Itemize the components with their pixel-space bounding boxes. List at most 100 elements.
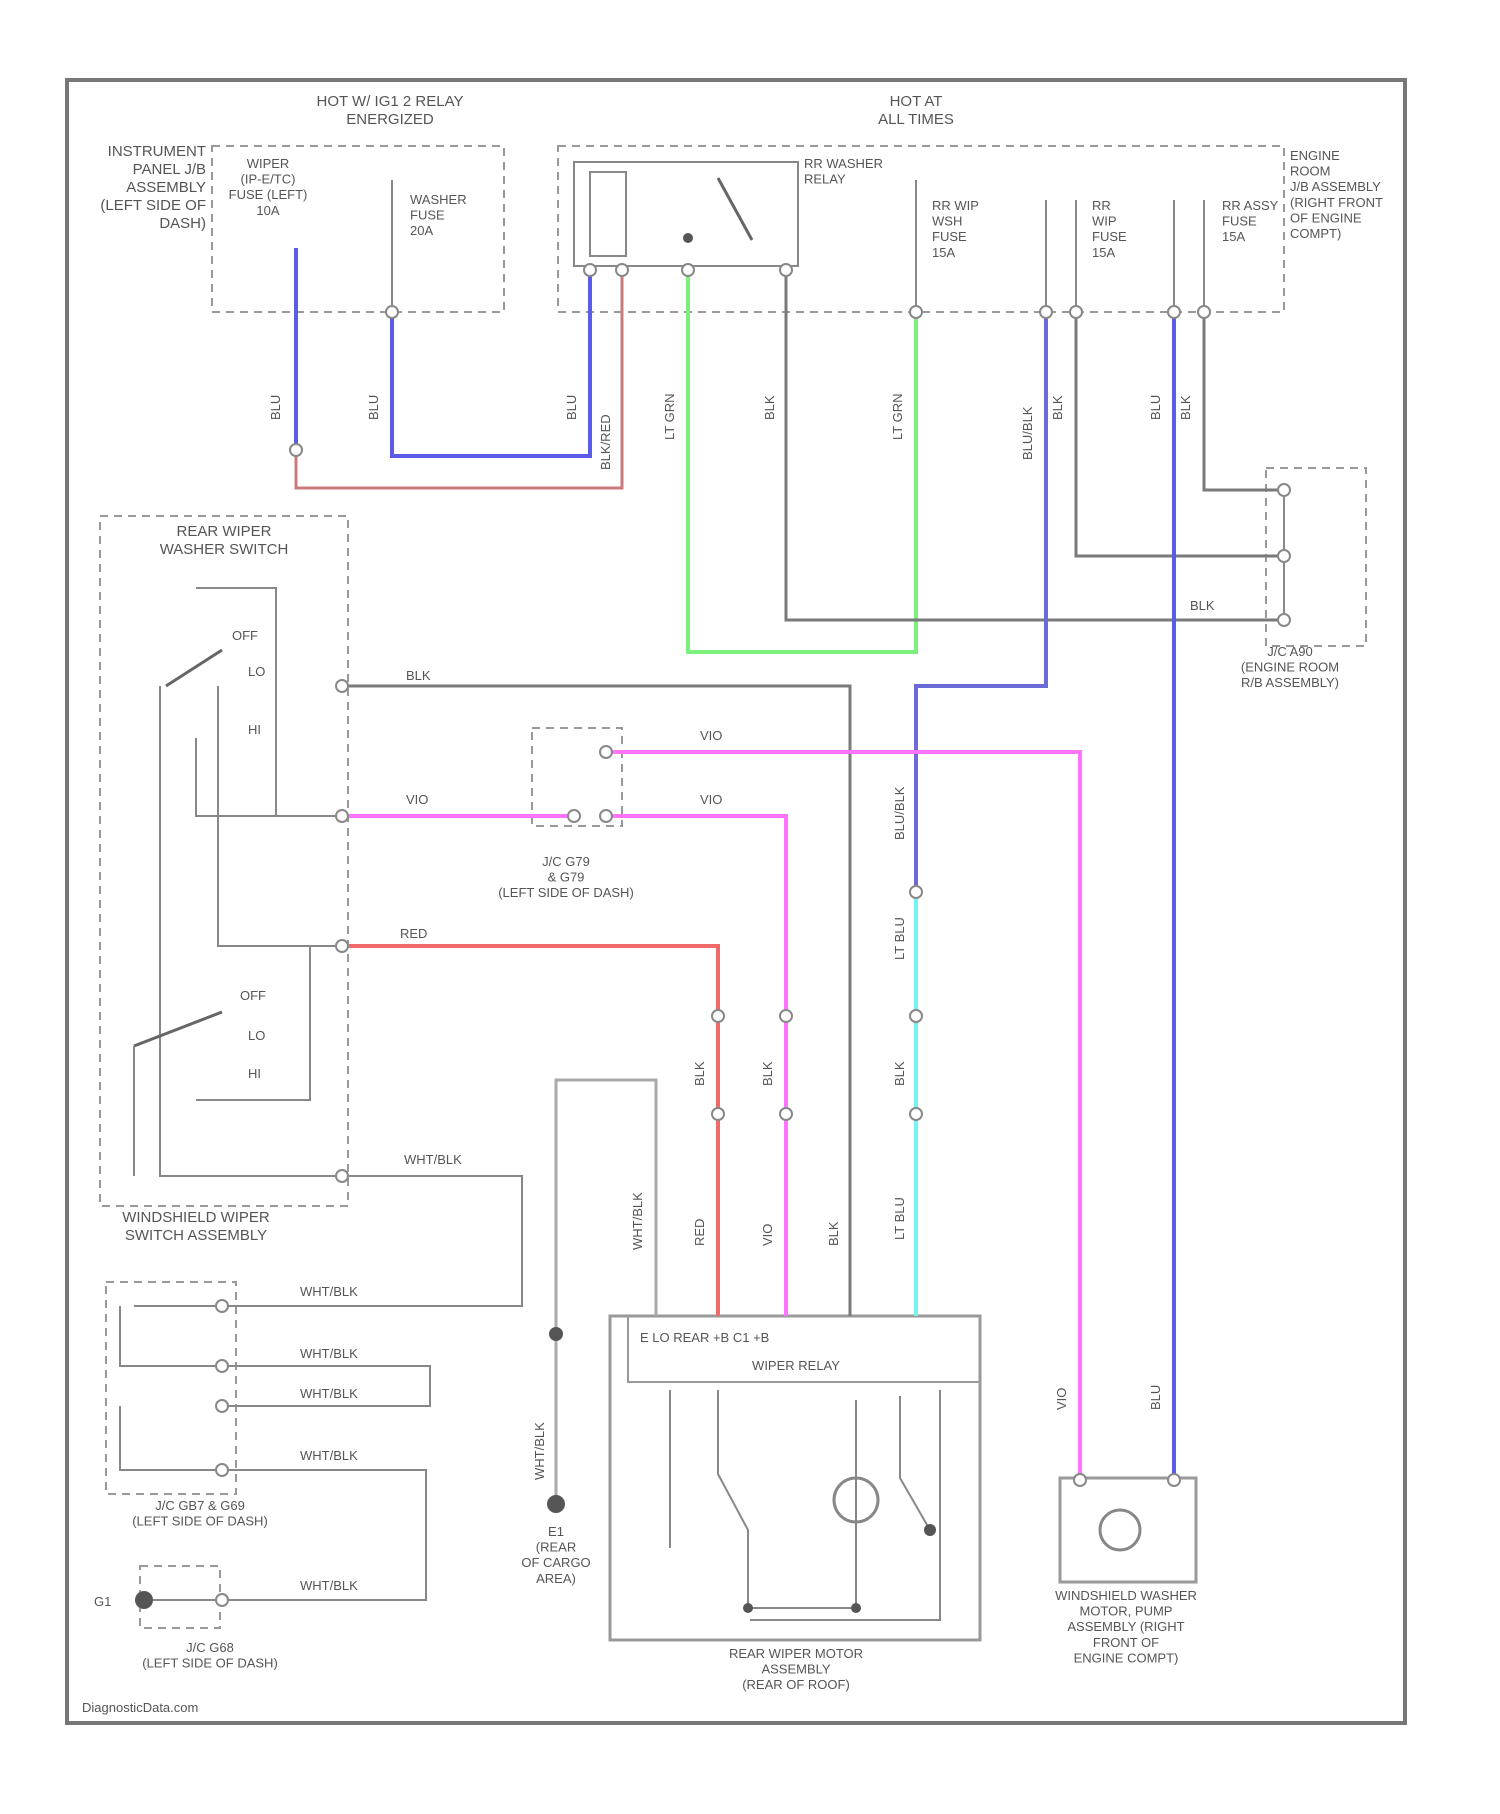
connector — [216, 1300, 228, 1312]
switch-line-2 — [160, 686, 342, 1176]
wire-label-vio: VIO — [1054, 1388, 1069, 1410]
connector — [910, 1108, 922, 1120]
wire-blk-c1 — [342, 686, 850, 1316]
switch-contact-1 — [166, 650, 222, 686]
wire-label-blk: BLK — [826, 1221, 841, 1246]
label-lo-1: LO — [248, 664, 265, 679]
connector — [336, 810, 348, 822]
wire-label-blu: BLU — [1148, 1385, 1163, 1410]
connector — [1070, 306, 1082, 318]
connector — [780, 1010, 792, 1022]
wire-red — [342, 946, 718, 1316]
connector — [216, 1400, 228, 1412]
wire-vio-2 — [606, 752, 1080, 1480]
wire-label-vio: VIO — [700, 728, 722, 743]
wire-label-blkred: BLK/RED — [598, 414, 613, 470]
wire-label-whtblk: WHT/BLK — [532, 1422, 547, 1480]
connector — [290, 444, 302, 456]
wire-label-blk: BLK — [1178, 395, 1193, 420]
wire-label-blk: BLK — [692, 1061, 707, 1086]
connector — [712, 1010, 724, 1022]
label-windshield-switch: WINDSHIELD WIPERSWITCH ASSEMBLY — [122, 1209, 270, 1244]
wire-label-whtblk: WHT/BLK — [404, 1152, 462, 1167]
wire-label-vio: VIO — [406, 792, 428, 807]
connector — [600, 746, 612, 758]
wire-label-ltblu: LT BLU — [892, 917, 907, 960]
wire-blublk — [916, 312, 1046, 892]
rr-washer-relay-coil — [590, 172, 626, 256]
windshield-switch-box — [100, 516, 348, 1206]
wire-blk-3 — [1204, 312, 1284, 490]
connector — [386, 306, 398, 318]
connector — [584, 264, 596, 276]
label-rr-wip-fuse: RRWIPFUSE15A — [1092, 198, 1127, 260]
wire-label-whtblk: WHT/BLK — [300, 1578, 358, 1593]
wire-blk-1 — [786, 270, 1284, 620]
label-rear-fuse: WIPER(IP-E/TC)FUSE (LEFT)10A — [229, 156, 308, 218]
connector — [216, 1594, 228, 1606]
label-jc-g68: J/C G68(LEFT SIDE OF DASH) — [142, 1640, 278, 1671]
label-hot-all: HOT ATALL TIMES — [878, 93, 954, 128]
switch-line-1 — [196, 588, 276, 816]
connector — [780, 264, 792, 276]
motor-dot-3 — [924, 1524, 936, 1536]
connector — [216, 1464, 228, 1476]
connectors — [216, 264, 1290, 1606]
connector — [910, 1010, 922, 1022]
wire-blu-2 — [392, 270, 590, 456]
connector — [568, 810, 580, 822]
wire-label-red: RED — [400, 926, 427, 941]
wire-label-blu: BLU — [268, 395, 283, 420]
jc-gb7-box — [106, 1282, 236, 1494]
wire-label-blk: BLK — [1050, 395, 1065, 420]
label-jc-a90: J/C A90(ENGINE ROOMR/B ASSEMBLY) — [1241, 644, 1339, 690]
label-lo-2: LO — [248, 1028, 265, 1043]
connector — [336, 940, 348, 952]
wire-label-whtblk: WHT/BLK — [630, 1192, 645, 1250]
engine-room-jb-box — [558, 146, 1284, 312]
wire-label-blk: BLK — [406, 668, 431, 683]
wire-label-red: RED — [692, 1219, 707, 1246]
label-jc-g79: J/C G79& G79(LEFT SIDE OF DASH) — [498, 854, 634, 900]
connector — [616, 264, 628, 276]
connector — [1168, 306, 1180, 318]
connector — [1278, 484, 1290, 496]
wire-label-whtblk: WHT/BLK — [300, 1346, 358, 1361]
label-off-1: OFF — [232, 628, 258, 643]
jc-gb7-line-3 — [120, 1406, 222, 1470]
connector — [780, 1108, 792, 1120]
label-hi-2: HI — [248, 1066, 261, 1081]
connector — [1074, 1474, 1086, 1486]
wire-label-blk: BLK — [1190, 598, 1215, 613]
label-hi-1: HI — [248, 722, 261, 737]
label-g1: G1 — [94, 1594, 111, 1609]
label-relay-pins: E LO REAR +B C1 +B — [640, 1330, 769, 1345]
connector — [682, 264, 694, 276]
switch-contact-2 — [134, 1012, 222, 1046]
label-washer-fuse: WASHERFUSE20A — [410, 192, 467, 238]
connector — [1040, 306, 1052, 318]
connector — [216, 1360, 228, 1372]
wire-label-vio: VIO — [760, 1224, 775, 1246]
label-wiper-relay: WIPER RELAY — [752, 1358, 840, 1373]
motor-line-5 — [750, 1390, 940, 1620]
wire-label-blublk: BLU/BLK — [1020, 406, 1035, 460]
washer-motor-icon — [1100, 1510, 1140, 1550]
wire-blk-2 — [1076, 312, 1284, 556]
label-off-2: OFF — [240, 988, 266, 1003]
jc-gb7-line-1 — [120, 1306, 222, 1366]
wire-label-whtblk: WHT/BLK — [300, 1448, 358, 1463]
splice-dot — [549, 1327, 563, 1341]
wire-ltgrn — [688, 268, 916, 652]
watermark-text: DiagnosticData.com — [82, 1700, 198, 1715]
motor-line-3 — [748, 1400, 856, 1608]
label-hot-ig1: HOT W/ IG1 2 RELAYENERGIZED — [317, 93, 464, 128]
wire-label-blu: BLU — [1148, 395, 1163, 420]
connector — [336, 680, 348, 692]
label-jc-gb7: J/C GB7 & G69(LEFT SIDE OF DASH) — [132, 1498, 268, 1529]
wire-label-blu: BLU — [564, 395, 579, 420]
relay-dot — [683, 233, 693, 243]
wire-label-blublk: BLU/BLK — [892, 786, 907, 840]
